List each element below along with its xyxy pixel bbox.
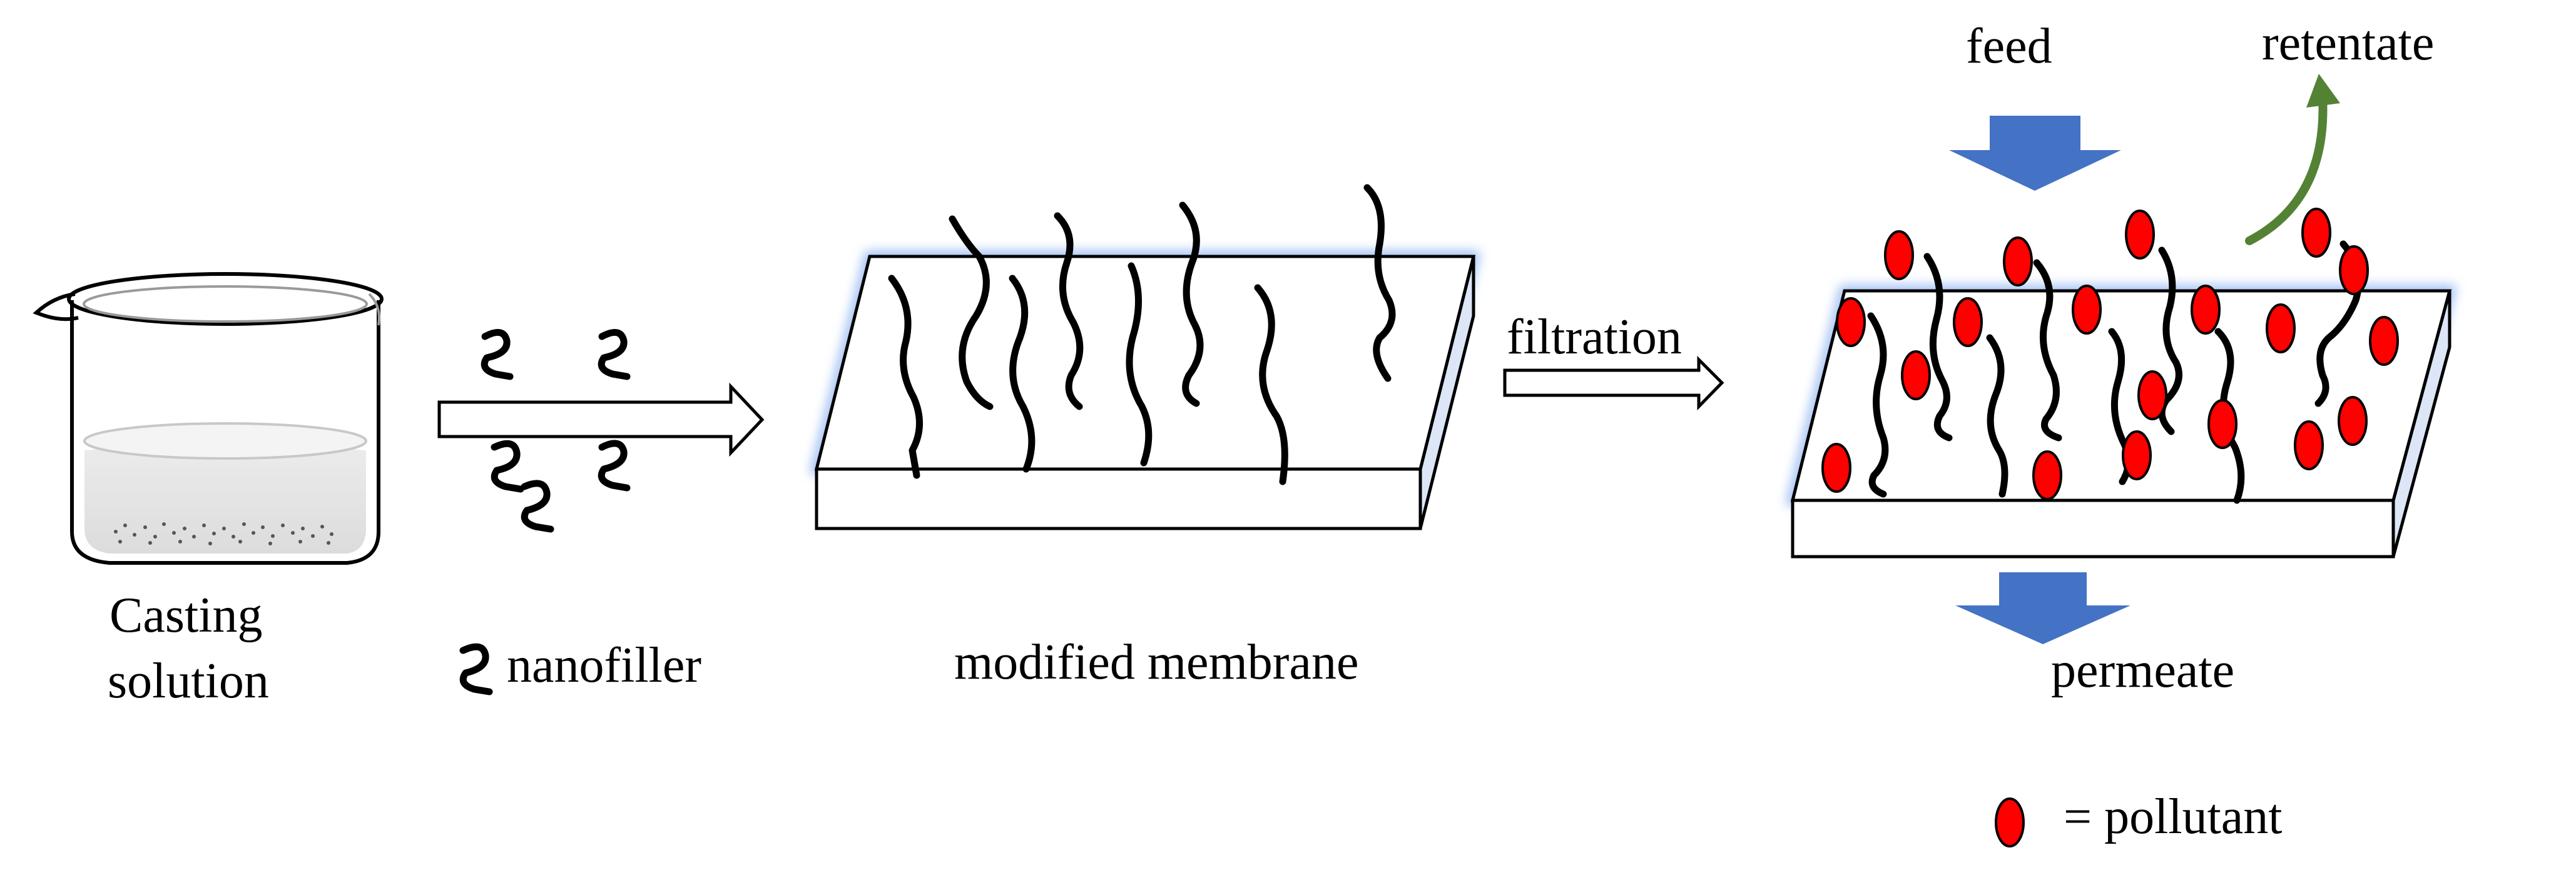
pollutant-legend-icon: [1995, 797, 2025, 847]
feed-label: feed: [1966, 19, 2052, 74]
nanofiller-icon: [598, 440, 631, 492]
pollutants: [1821, 208, 2399, 500]
beaker-icon: [33, 272, 384, 565]
nanofiller-chain: [2033, 259, 2062, 442]
pollutant-legend-label: = pollutant: [2064, 789, 2283, 844]
nanofiller-chain: [1254, 284, 1288, 485]
nanofiller-chain: [1923, 253, 1953, 442]
pollutant-icon: [2125, 210, 2155, 260]
pollutant-icon: [2339, 245, 2369, 295]
nanofiller-chain: [1179, 201, 1204, 407]
filtration-membrane-nanofillers: [1867, 240, 2362, 504]
pollutant-icon: [2266, 303, 2296, 353]
nanofiller-chain: [949, 215, 994, 410]
nanofiller-icon: [481, 328, 514, 380]
process-arrow-1: [437, 382, 765, 457]
beaker-spout: [33, 292, 79, 321]
pollutant-icon: [2072, 285, 2102, 335]
nanofiller-legend-icon: [459, 643, 493, 695]
nanofiller-chain: [1126, 262, 1153, 467]
nanofiller-chain: [1054, 212, 1084, 410]
nanofiller-icon: [521, 480, 554, 533]
permeate-arrow: [1955, 572, 2131, 644]
pollutant-icon: [2032, 450, 2062, 500]
pollutant-icon: [2191, 285, 2221, 335]
pollutant-icon: [2369, 316, 2399, 366]
pollutant-icon: [2137, 370, 2167, 420]
sediment-particles: [114, 522, 333, 545]
casting-solution-label-line2: solution: [108, 654, 269, 709]
nanofiller-legend-label: nanofiller: [507, 638, 701, 693]
pollutant-icon: [2003, 236, 2033, 286]
pollutant-icon: [2301, 208, 2331, 258]
feed-arrow: [1949, 116, 2121, 191]
nanofiller-icon: [598, 328, 631, 380]
nanofiller-chain: [1986, 334, 2008, 498]
pollutant-icon: [1821, 443, 1851, 493]
retentate-arrow: [2245, 74, 2340, 245]
nanofiller-chain: [888, 275, 923, 479]
retentate-label: retentate: [2262, 16, 2434, 71]
pollutant-icon: [2207, 399, 2237, 449]
pollutant-icon: [2338, 396, 2368, 446]
casting-solution-label-line1: Casting: [109, 588, 262, 643]
pollutant-icon: [1901, 350, 1931, 400]
modified-membrane: [810, 251, 1480, 530]
pollutant-icon: [1884, 230, 1914, 280]
pollutant-icon: [2294, 420, 2324, 470]
nanofiller-group: [481, 328, 631, 533]
permeate-label: permeate: [2051, 643, 2234, 698]
membrane-nanofillers: [888, 184, 1396, 485]
pollutant-icon: [1953, 297, 1983, 347]
filtration-label: filtration: [1507, 310, 1682, 365]
nanofiller-icon: [491, 440, 524, 493]
pollutant-icon: [2122, 430, 2152, 480]
pollutant-icon: [1836, 297, 1866, 347]
nanofiller-chain: [1867, 312, 1889, 498]
modified-membrane-label: modified membrane: [954, 635, 1358, 690]
nanofiller-chain: [1363, 184, 1396, 382]
process-arrow-2: [1503, 355, 1724, 411]
nanofiller-chain: [1009, 275, 1036, 473]
